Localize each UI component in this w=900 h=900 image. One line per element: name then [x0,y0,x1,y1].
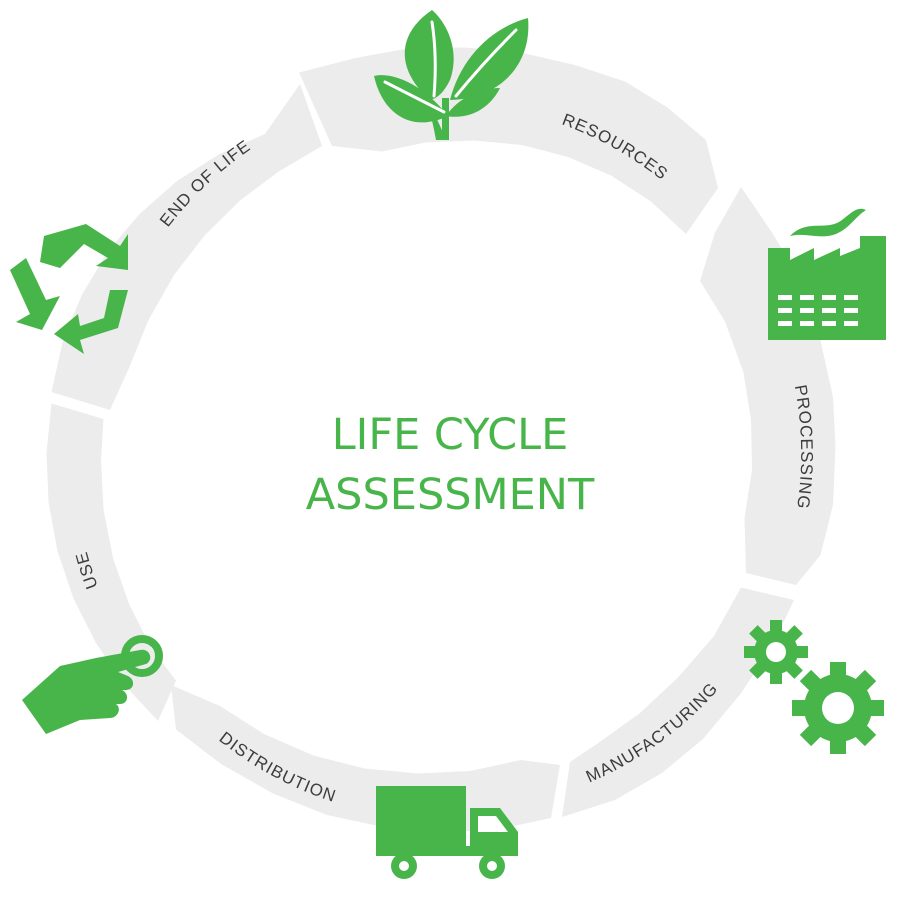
leaf-veins [383,20,518,114]
factory-icon [768,208,886,340]
truck-icon [376,786,518,879]
gears-icon [744,620,884,754]
title-line-2: ASSESSMENT [305,470,595,520]
segment-processing [700,187,836,585]
segment-end-of-life [51,84,322,410]
recycle-icon [10,224,128,354]
segment-manufacturing [562,587,794,817]
center-title: LIFE CYCLE ASSESSMENT [200,405,700,525]
title-line-1: LIFE CYCLE [331,410,569,460]
hand-pointer-icon [22,635,163,734]
